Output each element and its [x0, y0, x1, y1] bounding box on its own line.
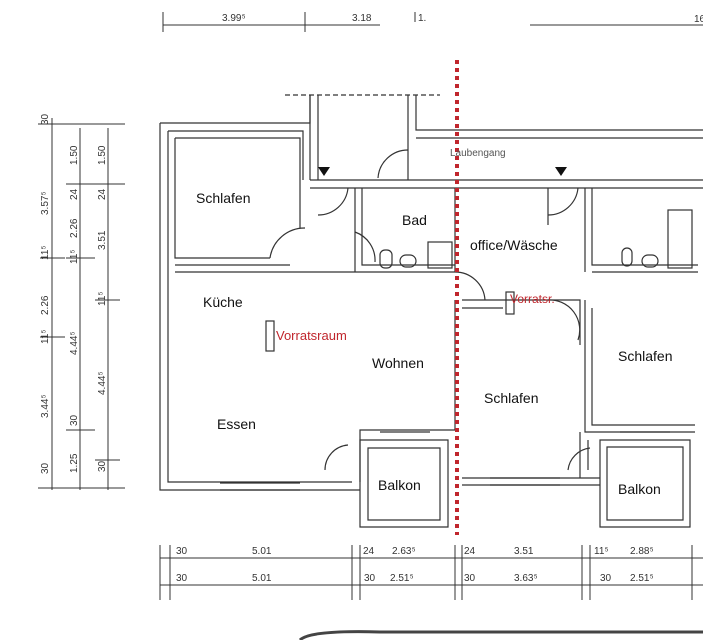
room-label-balkon: Balkon — [378, 477, 421, 493]
dim-top: 16 — [694, 14, 703, 25]
svg-text:30: 30 — [69, 414, 80, 426]
dim-bottom: 30 — [176, 546, 188, 557]
top-dimension-line — [162, 12, 703, 32]
dim-bottom: 2.88⁵ — [630, 546, 654, 557]
svg-text:1.50: 1.50 — [97, 145, 108, 165]
room-label-kueche: Küche — [203, 294, 243, 310]
svg-text:3.51: 3.51 — [97, 230, 108, 250]
svg-text:11⁵: 11⁵ — [97, 291, 108, 306]
svg-text:30: 30 — [40, 462, 51, 474]
svg-text:30: 30 — [97, 460, 108, 472]
dim-bottom: 2.63⁵ — [392, 546, 416, 557]
dim-top: 1. — [418, 13, 426, 24]
room-label-schlafen: Schlafen — [618, 348, 673, 364]
room-label-laubengang: Laubengang — [450, 148, 506, 159]
dim-bottom: 5.01 — [252, 573, 272, 584]
dim-bottom: 30 — [364, 573, 376, 584]
dim-bottom: 2.51⁵ — [390, 573, 414, 584]
svg-text:11⁵: 11⁵ — [40, 329, 51, 344]
svg-text:1.25: 1.25 — [69, 453, 80, 473]
bottom-dimension-lines — [159, 545, 703, 600]
svg-text:1.50: 1.50 — [69, 145, 80, 165]
svg-text:11⁵: 11⁵ — [40, 245, 51, 260]
edge-shadow — [298, 630, 703, 640]
room-label-schlafen: Schlafen — [484, 390, 539, 406]
svg-text:24: 24 — [97, 188, 108, 200]
room-label-bad: Bad — [402, 212, 427, 228]
entrance-marker-icon — [318, 167, 567, 176]
left-dim-texts: 30 3.57⁵ 11⁵ 2.26 11⁵ 3.44⁵ 30 1.50 24 2… — [40, 113, 108, 474]
svg-text:4.44⁵: 4.44⁵ — [69, 331, 80, 355]
room-label-essen: Essen — [217, 416, 256, 432]
room-label-balkon: Balkon — [618, 481, 661, 497]
svg-text:3.44⁵: 3.44⁵ — [40, 394, 51, 418]
svg-text:4.44⁵: 4.44⁵ — [97, 371, 108, 395]
svg-text:3.57⁵: 3.57⁵ — [40, 191, 51, 215]
svg-text:2.26: 2.26 — [69, 218, 80, 238]
svg-text:2.26: 2.26 — [40, 295, 51, 315]
dim-bottom: 5.01 — [252, 546, 272, 557]
dim-bottom: 3.63⁵ — [514, 573, 538, 584]
svg-text:24: 24 — [69, 188, 80, 200]
annotation-vorratsraum: Vorratsraum — [276, 328, 347, 343]
left-dimension-lines — [38, 118, 125, 490]
annotation-vorratsr: Vorratsr. — [510, 292, 555, 306]
dim-top: 3.18 — [352, 13, 372, 24]
dim-bottom: 3.51 — [514, 546, 534, 557]
svg-text:11⁵: 11⁵ — [69, 249, 80, 264]
svg-text:30: 30 — [40, 113, 51, 125]
room-label-wohnen: Wohnen — [372, 355, 424, 371]
dim-bottom: 2.51⁵ — [630, 573, 654, 584]
dim-bottom: 30 — [600, 573, 612, 584]
room-label-office: office/Wäsche — [470, 237, 558, 253]
dim-bottom: 30 — [464, 573, 476, 584]
dim-bottom: 30 — [176, 573, 188, 584]
room-label-schlafen: Schlafen — [196, 190, 251, 206]
dim-bottom: 11⁵ — [594, 546, 609, 557]
dim-top: 3.99⁵ — [222, 13, 246, 24]
dim-bottom: 24 — [363, 546, 375, 557]
dim-bottom: 24 — [464, 546, 476, 557]
walls — [159, 94, 703, 528]
